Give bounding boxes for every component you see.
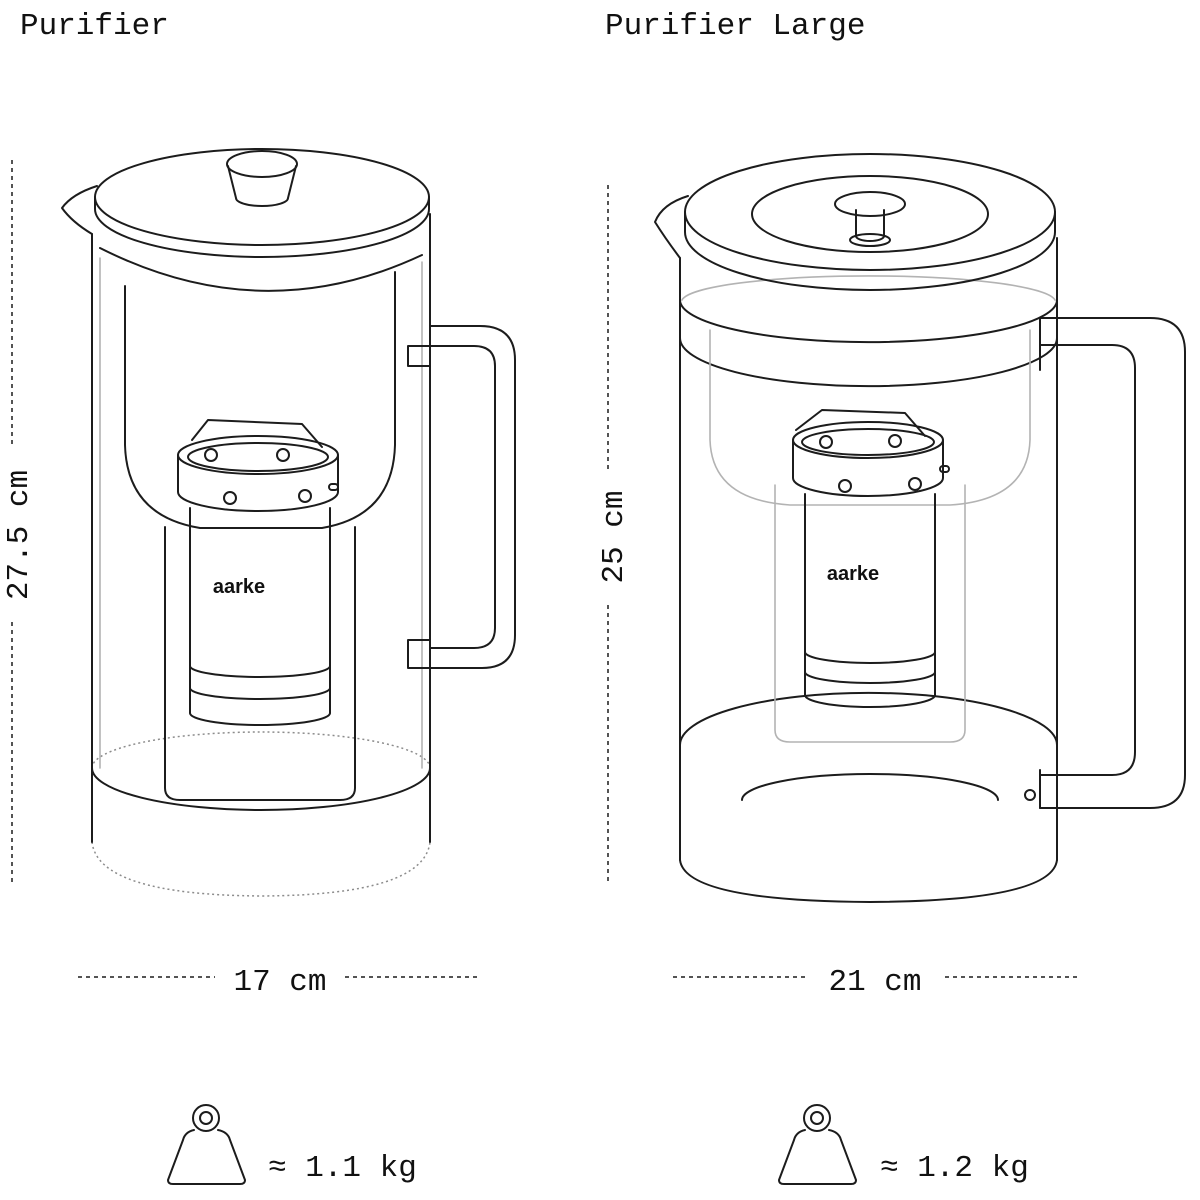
- filter-cap-hole: [276, 448, 290, 462]
- lid-knob-top: [834, 191, 906, 217]
- width-label: 17 cm: [233, 965, 326, 1000]
- height-dimension-purifier-large: 25 cm: [597, 185, 632, 885]
- filter-cap-hole: [908, 477, 922, 491]
- reservoir: [709, 329, 1031, 506]
- handle-outer: [1039, 317, 1186, 809]
- handle-bottom-mount: [407, 639, 431, 669]
- weight-label: ≈ 1.2 kg: [880, 1151, 1029, 1186]
- handle-top-mount: [407, 345, 431, 367]
- weight-icon-ring-inner: [810, 1111, 824, 1125]
- weight-icon-ring-outer: [803, 1104, 831, 1132]
- base-floor-back: [741, 773, 999, 801]
- filter-cap-hole: [838, 479, 852, 493]
- height-label: 25 cm: [597, 490, 632, 583]
- weight-icon: [778, 1104, 857, 1185]
- weight-purifier: ≈ 1.1 kg: [167, 1104, 417, 1186]
- filter-cartridge-band-upper: [189, 665, 331, 678]
- lid-top: [94, 148, 430, 246]
- band-bottom-edge: [679, 337, 1058, 388]
- filter-cap-band: [792, 439, 944, 497]
- filter-cartridge-band-upper: [804, 651, 936, 664]
- filter-cap-hole: [888, 434, 902, 448]
- lid-edge: [94, 196, 430, 258]
- lid-knob-stem: [855, 209, 885, 242]
- filter-cap-rim: [177, 435, 339, 475]
- purifier-large-pitcher-drawing: aarke: [654, 153, 1186, 903]
- filter-cap-inner-rim: [187, 442, 329, 472]
- filter-cap-hole: [819, 435, 833, 449]
- width-dimension-purifier-large: 21 cm: [673, 965, 1077, 1000]
- filter-cap-band: [177, 454, 339, 512]
- weight-icon-body: [778, 1129, 857, 1185]
- base-back-edge: [91, 731, 431, 769]
- purifier-pitcher-drawing: aarke: [61, 148, 516, 897]
- filter-cartridge-band-lower: [804, 671, 936, 684]
- rim-collar: [99, 247, 423, 292]
- band-back-edge: [681, 275, 1056, 301]
- filter-cap-tab: [328, 483, 339, 491]
- base-lower-edge: [91, 841, 431, 897]
- filter-cartridge-band-lower: [189, 687, 331, 700]
- filter-housing: [774, 484, 966, 743]
- filter-cap-wire-handle: [191, 419, 323, 448]
- filter-cartridge-bottom: [189, 712, 331, 726]
- lid-knob-stem: [227, 165, 297, 207]
- weight-label: ≈ 1.1 kg: [268, 1151, 417, 1186]
- handle-screw: [1024, 789, 1036, 801]
- band-top-edge: [679, 299, 1058, 344]
- weight-icon-body: [167, 1129, 246, 1185]
- filter-cap-hole: [223, 491, 237, 505]
- weight-icon-ring-inner: [199, 1111, 213, 1125]
- filter-cap-hole: [298, 489, 312, 503]
- lid-edge: [684, 211, 1056, 291]
- filter-cap-rim: [792, 421, 944, 459]
- height-label: 27.5 cm: [2, 470, 37, 600]
- handle-inner: [429, 345, 496, 649]
- lid-recess: [751, 175, 989, 253]
- filter-cap-wire-handle: [795, 409, 926, 437]
- product-title-purifier-large: Purifier Large: [605, 9, 865, 44]
- filter-brand-logo: aarke: [827, 563, 879, 585]
- weight-icon: [167, 1104, 246, 1185]
- base-floor: [91, 767, 431, 811]
- weight-purifier-large: ≈ 1.2 kg: [778, 1104, 1029, 1186]
- filter-housing: [164, 526, 356, 801]
- width-label: 21 cm: [828, 965, 921, 1000]
- filter-cap-inner-rim: [801, 428, 935, 456]
- handle-outer: [429, 325, 516, 669]
- handle-inner: [1039, 344, 1136, 776]
- spout: [61, 185, 98, 235]
- lid-knob-top: [226, 150, 298, 178]
- base-back-edge: [679, 691, 1058, 746]
- filter-cap-hole: [204, 448, 218, 462]
- base-bottom: [679, 859, 1058, 903]
- filter-cartridge-bottom: [804, 694, 936, 708]
- weight-icon-ring-outer: [192, 1104, 220, 1132]
- height-dimension-purifier: 27.5 cm: [2, 160, 37, 885]
- filter-cap-tab: [939, 465, 950, 473]
- reservoir: [124, 271, 396, 529]
- product-title-purifier: Purifier: [20, 9, 169, 44]
- spout: [654, 195, 689, 259]
- width-dimension-purifier: 17 cm: [78, 965, 480, 1000]
- filter-brand-logo: aarke: [213, 576, 265, 598]
- lid-knob-base: [849, 233, 891, 247]
